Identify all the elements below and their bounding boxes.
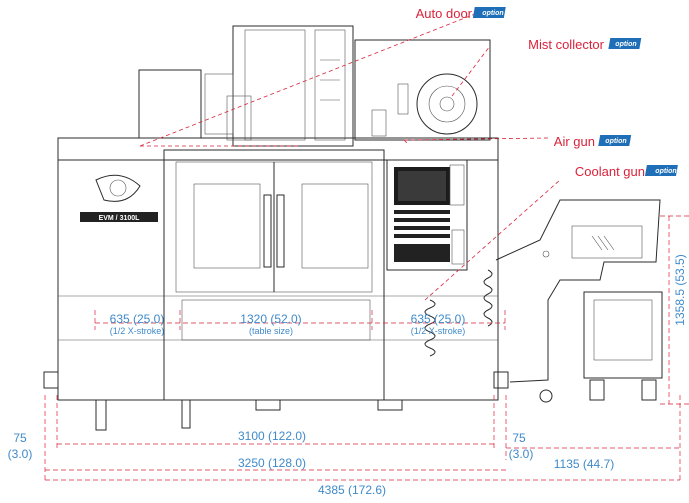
dim-base-width: 3100 (122.0) [238, 429, 306, 443]
dim-left-travel: 635 (25.0) [110, 312, 165, 326]
dimension-labels: 635 (25.0) (1/2 X-stroke) 1320 (52.0) (t… [8, 254, 687, 497]
dim-left-travel-note: (1/2 X-stroke) [110, 326, 165, 336]
dim-conveyor: 1135 (44.7) [554, 457, 615, 471]
coolant-gun-label: Coolant gun [575, 164, 645, 179]
callout-coolant-gun: Coolant gun option [575, 164, 678, 179]
dimension-lines [44, 215, 689, 481]
machine-drawing [43, 25, 663, 431]
option-badge [608, 38, 642, 49]
option-badge-text: option [655, 168, 676, 175]
option-badge-text: option [615, 41, 636, 48]
mist-collector-label: Mist collector [528, 37, 605, 52]
option-badge [472, 7, 506, 18]
dim-overall-total: 4385 (172.6) [318, 483, 386, 497]
dim-height: 1358.5 (53.5) [673, 254, 687, 325]
callout-leaders [139, 11, 561, 301]
dim-right-gap-in: (3.0) [509, 447, 534, 461]
dim-right-gap: 75 [512, 431, 526, 445]
dim-left-gap-in: (3.0) [8, 447, 33, 461]
callout-air-gun: Air gun option [554, 134, 632, 149]
dim-right-travel: 635 (25.0) [411, 312, 466, 326]
dim-left-gap: 75 [13, 431, 27, 445]
air-gun-label: Air gun [554, 134, 595, 149]
brand-plate: EVM / 3100L [99, 215, 141, 222]
option-badge [598, 135, 632, 146]
auto-door-label: Auto door [416, 6, 473, 21]
dim-table: 1320 (52.0) [240, 312, 301, 326]
callout-auto-door: Auto door option [416, 6, 506, 21]
dim-overall-machine: 3250 (128.0) [238, 456, 306, 470]
option-badge-text: option [605, 138, 626, 145]
callout-mist-collector: Mist collector option [528, 37, 642, 52]
dim-right-travel-note: (1/2 X-stroke) [411, 326, 466, 336]
dim-table-note: (table size) [249, 326, 293, 336]
option-badge [644, 165, 678, 176]
option-badge-text: option [482, 10, 503, 17]
